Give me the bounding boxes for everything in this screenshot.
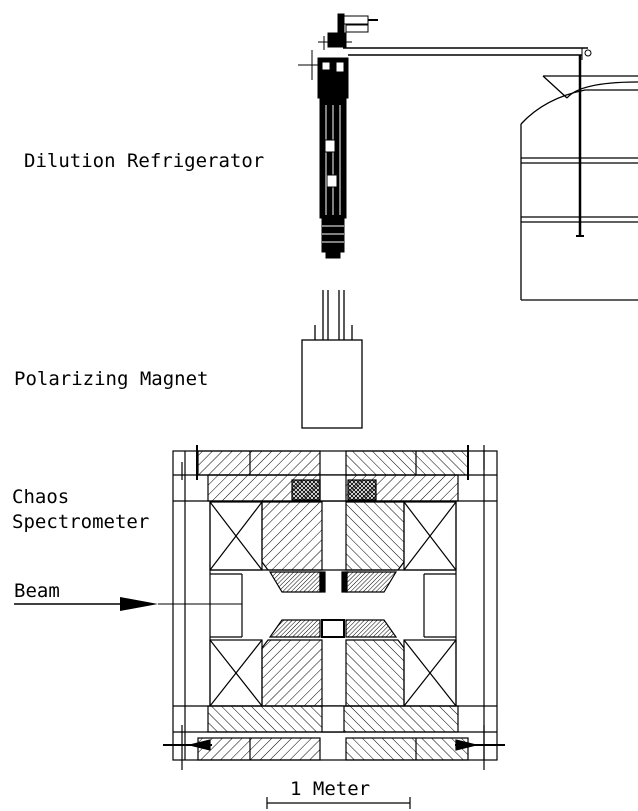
chaos-spectrometer: [163, 445, 505, 770]
beam-label: Beam: [14, 580, 60, 602]
scale-bar: [266, 797, 411, 809]
dilution-refrigerator: [298, 13, 592, 259]
chaos-label-line1: Chaos: [12, 486, 69, 508]
dilution-refrigerator-label: Dilution Refrigerator: [24, 150, 264, 172]
chaos-label-line2: Spectrometer: [12, 511, 149, 533]
scale-label: 1 Meter: [290, 778, 370, 800]
polarizing-magnet-label: Polarizing Magnet: [14, 368, 208, 390]
beam-arrow: [14, 597, 242, 611]
polarizing-magnet: [301, 290, 363, 429]
helium-dewar: [520, 55, 638, 301]
